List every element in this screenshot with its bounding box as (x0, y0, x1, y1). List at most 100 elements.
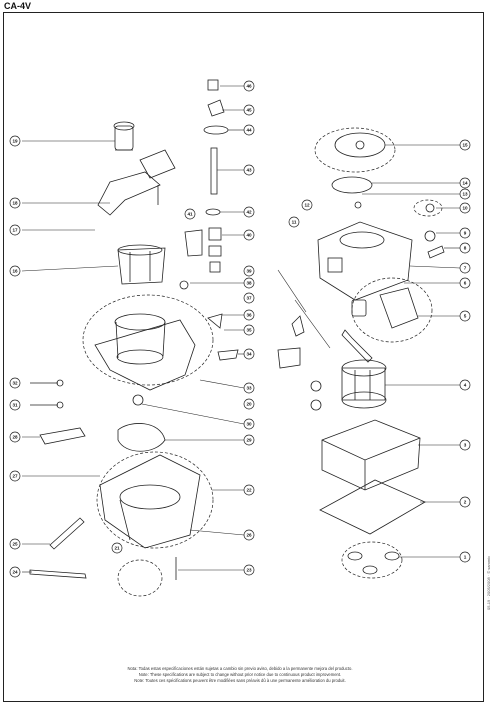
callout-label: 14 (462, 181, 468, 186)
callout-label: 36 (246, 313, 252, 318)
lid-handle-part (97, 149, 176, 216)
callout-label: 7 (464, 266, 467, 271)
leader-lines (21, 85, 461, 573)
callout-30 (243, 418, 255, 430)
diagram-title: CA-4V (4, 1, 32, 11)
callout-markers (9, 80, 471, 578)
callout-6 (459, 277, 471, 289)
callout-9 (459, 227, 471, 239)
callout-label: 40 (246, 233, 252, 238)
base-plate-part (319, 479, 426, 535)
callout-label: 12 (304, 203, 310, 208)
callout-label: 21 (114, 546, 120, 551)
small-mid-parts (132, 313, 305, 406)
callout-label: 45 (246, 108, 252, 113)
callout-label: 22 (246, 488, 252, 493)
callout-label: 33 (246, 386, 252, 391)
callout-label: 6 (464, 281, 467, 286)
callout-label: 27 (12, 474, 18, 479)
callout-label: 29 (246, 438, 252, 443)
callout-label: 42 (246, 210, 252, 215)
callout-label: 39 (246, 269, 252, 274)
callout-2 (459, 496, 471, 508)
callout-27 (9, 470, 21, 482)
callout-label: 1 (464, 555, 467, 560)
callout-label: 43 (246, 168, 252, 173)
callout-11 (288, 216, 300, 228)
page-frame (3, 12, 484, 702)
callout-46 (243, 80, 255, 92)
callout-label: 18 (12, 201, 18, 206)
callout-label: 46 (246, 84, 252, 89)
callout-label: 23 (246, 568, 252, 573)
callout-label: 10 (462, 206, 468, 211)
callout-25 (9, 538, 21, 550)
callout-29 (243, 434, 255, 446)
base-body-part (99, 454, 201, 549)
callout-label: 4 (464, 383, 467, 388)
callout-label: 44 (246, 128, 252, 133)
callout-7 (459, 262, 471, 274)
callout-21 (111, 542, 123, 554)
callout-label: 13 (462, 192, 468, 197)
callout-label: 26 (246, 533, 252, 538)
callout-label: 3 (464, 443, 467, 448)
callout-4 (459, 379, 471, 391)
callout-label: 15 (462, 143, 468, 148)
callout-8 (459, 242, 471, 254)
callout-37 (243, 292, 255, 304)
callout-label: 41 (187, 212, 193, 217)
callout-label: 31 (12, 403, 18, 408)
callout-23 (243, 564, 255, 576)
callout-label: 19 (12, 139, 18, 144)
callout-labels: 46 45 44 43 42 41 40 39 38 37 36 35 34 3… (12, 84, 468, 575)
callout-12 (301, 199, 313, 211)
callout-label: 17 (12, 228, 18, 233)
bowl-lid-part (94, 313, 196, 391)
disclaimer-en: Note: These specifications are subject t… (138, 672, 342, 677)
callout-label: 24 (12, 570, 18, 575)
callout-19 (9, 135, 21, 147)
callout-24 (9, 566, 21, 578)
callout-20 (243, 398, 255, 410)
callout-42 (243, 206, 255, 218)
callout-35 (243, 324, 255, 336)
disclaimer-es: Nota: Todas estas especificaciones están… (127, 666, 353, 671)
callout-1 (459, 551, 471, 563)
callout-label: 35 (246, 328, 252, 333)
callout-28 (9, 431, 21, 443)
document-code: 05-19 · 2005/2008 · © sammic (486, 555, 491, 610)
left-loose-parts (29, 379, 177, 580)
callout-label: 34 (246, 352, 252, 357)
callout-45 (243, 104, 255, 116)
callout-label: 2 (464, 500, 467, 505)
feed-tube-part (117, 244, 166, 285)
callout-label: 16 (12, 269, 18, 274)
callout-label: 38 (246, 281, 252, 286)
callout-26 (243, 529, 255, 541)
pusher-part (113, 121, 135, 151)
callout-label: 32 (12, 381, 18, 386)
callout-39 (243, 265, 255, 277)
callout-label: 11 (292, 220, 297, 225)
callout-18 (9, 197, 21, 209)
callout-label: 8 (464, 246, 467, 251)
callout-43 (243, 164, 255, 176)
callout-31 (9, 399, 21, 411)
callout-22 (243, 484, 255, 496)
callout-13 (459, 188, 471, 200)
callout-14 (459, 177, 471, 189)
callout-40 (243, 229, 255, 241)
callout-41 (184, 208, 196, 220)
callout-label: 30 (246, 422, 252, 427)
callout-33 (243, 382, 255, 394)
callout-label: 9 (464, 231, 467, 236)
disclaimer-fr: Note: Toutes ces spécifications peuvent … (134, 678, 346, 683)
feet-part (347, 551, 400, 575)
callout-16 (9, 265, 21, 277)
callout-36 (243, 309, 255, 321)
callout-label: 28 (12, 435, 18, 440)
callout-44 (243, 124, 255, 136)
callout-label: 37 (246, 296, 252, 301)
